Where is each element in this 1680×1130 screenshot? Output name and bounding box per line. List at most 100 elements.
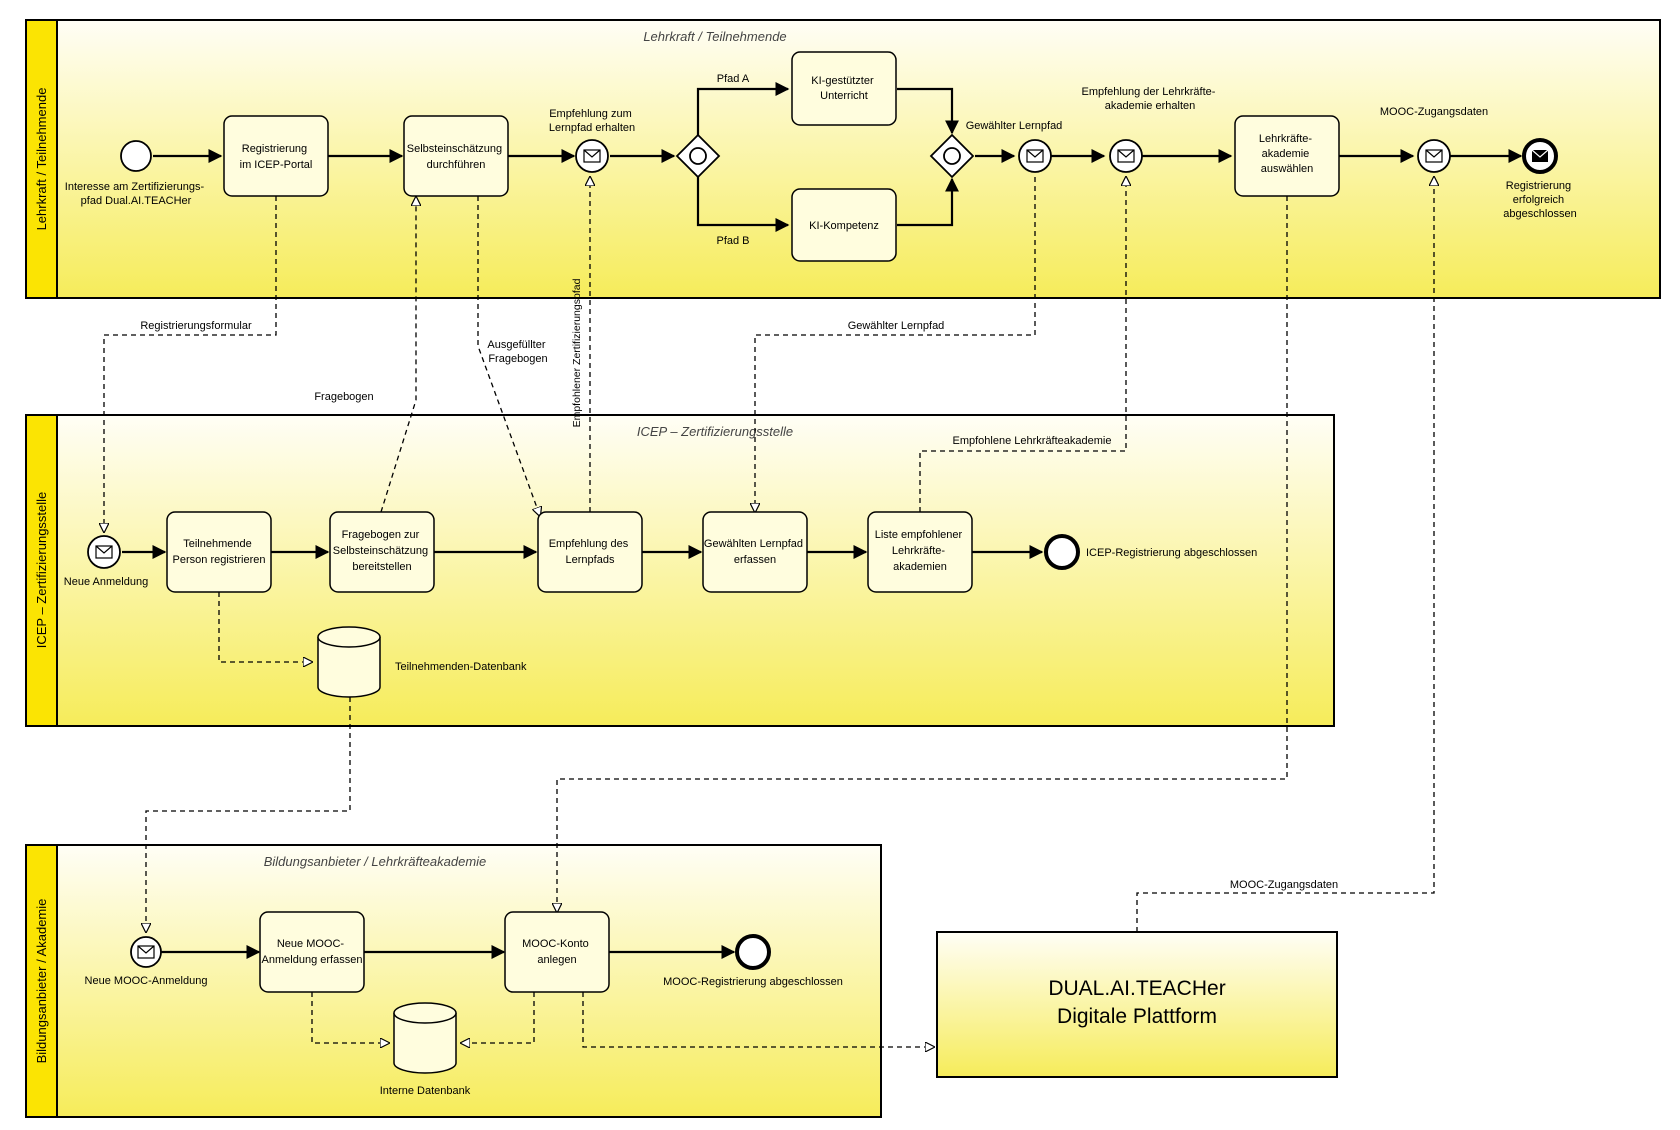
task-academy-list[interactable]: Liste empfohlener Lehrkräfte- akademien [867,511,973,593]
svg-text:Empfehlung des Lernpfads: Empfehlung des Lernpfads [549,538,632,566]
platform-box: DUAL.AI.TEACHer Digitale Plattform [936,931,1338,1078]
msg-mooc-access-event: MOOC-Zugangsdaten [1380,106,1488,173]
teacher-end-event: Registrierung erfolgreich abgeschlossen [1503,138,1577,220]
msgflow-recommended-academy [919,177,1126,512]
gateway-split [675,133,721,179]
task-new-mooc-label-2: Anmeldung erfassen [262,954,363,966]
icep-database: Teilnehmenden-Datenbank [317,626,527,698]
label-recommended-path: Empfohlener Zertifizierungspfad [571,278,583,427]
msg-mooc-access-label: MOOC-Zugangsdaten [1380,106,1488,118]
platform-title-line1: DUAL.AI.TEACHer [1048,977,1225,1000]
flow-path-a [696,82,790,136]
teacher-end-label-2: erfolgreich [1513,194,1564,206]
task-record-path-label-2: erfassen [734,554,776,566]
task-register-label-1: Registrierung [242,143,307,155]
task-provide-questionnaire[interactable]: Fragebogen zur Selbsteinschätzung bereit… [329,511,435,593]
envelope-icon [1425,149,1443,163]
msgflow-chosen-path [755,177,1036,512]
label-registration-form: Registrierungsformular [140,320,252,332]
msgflow-questionnaire [380,197,416,513]
task-create-account-label-1: MOOC-Konto [522,938,589,950]
task-create-mooc-account[interactable]: MOOC-Konto anlegen [504,911,610,993]
task-recommend-path[interactable]: Empfehlung des Lernpfads [537,511,643,593]
task-questionnaire-label-2: Selbsteinschätzung [333,545,428,557]
gateway-join [929,133,975,179]
label-filled-questionnaire: Ausgefüllter Fragebogen [487,339,548,365]
academy-end-event: MOOC-Registrierung abgeschlossen [663,934,843,988]
task-questionnaire-label-3: bereitstellen [352,561,411,573]
task-choose-academy[interactable]: Lehrkräfte- akademie auswählen [1234,115,1340,197]
msgflow-mooc-access [1136,177,1434,932]
svg-text:Registrierung erfolgreic: Registrierung erfolgreich abgeschlossen [1503,180,1576,220]
icep-start-label: Neue Anmeldung [64,576,148,588]
svg-text:Interesse am Zertifizierungs-: Interesse am Zertifizierungs- pfad Dual.… [65,181,207,207]
label-path-b: Pfad B [716,235,749,247]
svg-text:Liste empfohlener Lehrkr: Liste empfohlener Lehrkräfte- akademien [875,529,966,573]
task-self-assessment-label-2: durchführen [427,159,486,171]
lane-icep-header: ICEP – Zertifizierungsstelle [34,492,49,649]
task-ki-kompetenz-label: KI-Kompetenz [809,220,879,232]
task-self-assessment[interactable]: Selbsteinschätzung durchführen [403,115,509,197]
task-register[interactable]: Registrierung im ICEP-Portal [223,115,329,197]
task-academy-list-label-2: Lehrkräfte- [892,545,946,557]
lane-teacher-title: Lehrkraft / Teilnehmende [643,29,786,44]
task-register-label-2: im ICEP-Portal [240,159,313,171]
task-ki-kompetenz[interactable]: KI-Kompetenz [791,188,897,262]
envelope-icon [1117,149,1135,163]
envelope-icon [1531,149,1549,158]
teacher-end-label-3: abgeschlossen [1503,208,1576,220]
task-record-path-label-1: Gewählten Lernpfad [704,538,803,550]
icep-end-event: ICEP-Registrierung abgeschlossen [1044,534,1257,570]
message-flows [104,177,1434,1047]
task-register-person-label-2: Person registrieren [173,554,266,566]
icep-end-label: ICEP-Registrierung abgeschlossen [1086,547,1257,559]
msg-academy-recommendation-event: Empfehlung der Lehrkräfte- akademie erha… [1082,86,1216,173]
task-questionnaire-label-1: Fragebogen zur [342,529,420,541]
task-record-path[interactable]: Gewählten Lernpfad erfassen [702,511,808,593]
svg-text:Fragebogen zur Selbstein: Fragebogen zur Selbsteinschätzung bereit… [333,529,431,573]
task-register-person[interactable]: Teilnehmende Person registrieren [166,511,272,593]
task-choose-academy-label-2: akademie [1262,148,1310,160]
msg-recommendation-label-2: Lernpfad erhalten [549,122,635,134]
msg-academy-rec-label-2: akademie erhalten [1105,100,1196,112]
lane-academy-title: Bildungsanbieter / Lehrkräfteakademie [264,854,487,869]
task-ki-unterricht[interactable]: KI-gestützter Unterricht [791,51,897,126]
assoc-new-mooc-to-db [311,992,389,1043]
assoc-create-to-db [461,992,535,1043]
task-ki-unterricht-label-2: Unterricht [820,90,868,102]
msgflow-registration-form [104,196,277,532]
msg-academy-rec-label-1: Empfehlung der Lehrkräfte- [1082,86,1216,98]
task-choose-academy-label-3: auswählen [1261,163,1314,175]
teacher-start-label-1: Interesse am Zertifizierungs- [65,181,205,193]
msg-chosen-path-event: Gewählter Lernpfad [966,120,1062,173]
task-self-assessment-label-1: Selbsteinschätzung [407,143,502,155]
academy-database-label: Interne Datenbank [380,1085,471,1097]
flow-ki-unterricht-to-join [897,87,959,135]
svg-text:MOOC-Konto anlegen: MOOC-Konto anlegen [522,938,592,966]
svg-text:Empfehlung zum Lernpfad: Empfehlung zum Lernpfad erhalten [549,108,635,134]
label-mooc-access-flow: MOOC-Zugangsdaten [1230,879,1338,891]
task-register-person-label-1: Teilnehmende [183,538,252,550]
icep-start-event: Neue Anmeldung [64,535,148,588]
task-academy-list-label-3: akademien [893,561,947,573]
task-new-mooc-label-1: Neue MOOC- [277,938,345,950]
msgflow-academy-choice [557,196,1288,912]
teacher-start-label-2: pfad Dual.AI.TEACHer [81,195,192,207]
task-recommend-path-label-1: Empfehlung des [549,538,629,550]
msg-recommendation-label-1: Empfehlung zum [549,108,632,120]
label-path-a: Pfad A [717,73,750,85]
sequence-flows [122,82,1523,959]
task-new-mooc[interactable]: Neue MOOC- Anmeldung erfassen [259,911,365,993]
task-ki-unterricht-label-1: KI-gestützter [811,75,874,87]
task-choose-academy-label-1: Lehrkräfte- [1259,133,1313,145]
svg-text:Gewählten Lernpfad erfas: Gewählten Lernpfad erfassen [704,538,806,566]
teacher-start-event: Interesse am Zertifizierungs- pfad Dual.… [65,140,207,207]
svg-text:Registrierung im ICEP-Po: Registrierung im ICEP-Portal [240,143,313,171]
task-create-account-label-2: anlegen [537,954,576,966]
teacher-end-label-1: Registrierung [1506,180,1571,192]
lane-teacher-header: Lehrkraft / Teilnehmende [34,88,49,231]
assoc-create-to-platform [582,992,934,1047]
academy-start-event: Neue MOOC-Anmeldung [85,936,207,987]
label-chosen-path: Gewählter Lernpfad [848,320,945,332]
academy-end-label: MOOC-Registrierung abgeschlossen [663,976,843,988]
